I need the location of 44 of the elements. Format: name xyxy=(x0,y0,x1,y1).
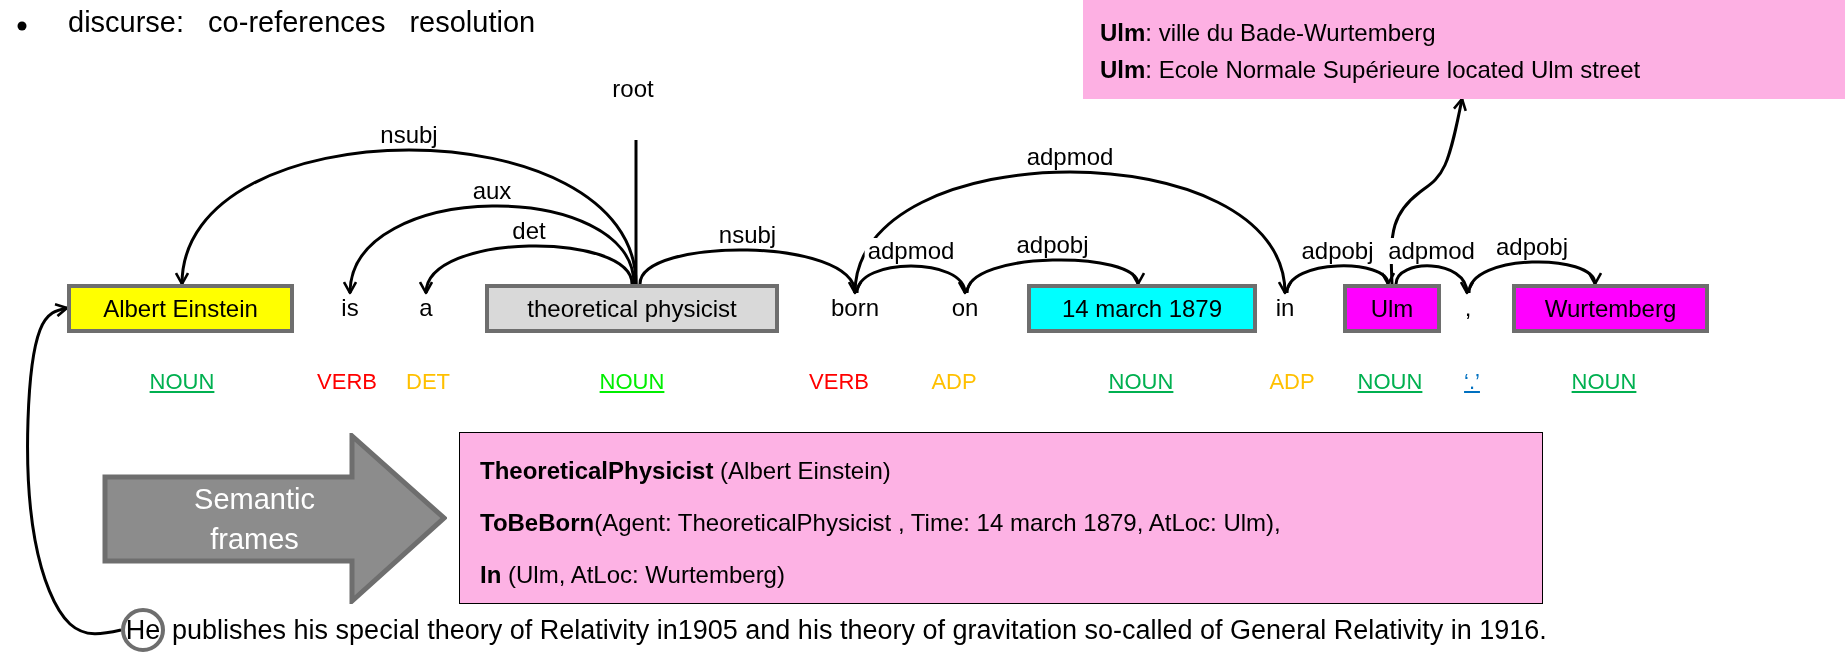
word: born xyxy=(825,293,885,323)
arrow xyxy=(1389,97,1468,285)
dependency-arc xyxy=(1394,264,1473,295)
arrow-label: Semantic frames xyxy=(193,482,316,557)
highlighted-token: theoretical physicist xyxy=(485,284,779,333)
word: a xyxy=(412,293,440,323)
semantic-frames-panel xyxy=(459,432,1543,604)
highlighted-token: Ulm xyxy=(1343,284,1441,333)
note-line: Ulm: Ecole Normale Supérieure located Ulm street xyxy=(1100,55,1641,85)
dependency-arc xyxy=(1285,264,1392,294)
pos-tag: ‘.’ xyxy=(1464,369,1480,395)
root-line xyxy=(634,140,638,284)
dependency-arc xyxy=(422,244,634,295)
dependency-arc xyxy=(638,248,859,295)
pos-tag: DET xyxy=(406,369,450,395)
pos-tag: NOUN xyxy=(599,369,665,395)
title: discurse: co-references resolution xyxy=(68,6,536,39)
pos-tag: NOUN xyxy=(1357,369,1423,395)
pos-tag: NOUN xyxy=(1571,369,1637,395)
highlighted-token: 14 march 1879 xyxy=(1027,284,1257,333)
arrow xyxy=(26,303,122,636)
pos-tag: NOUN xyxy=(1108,369,1174,395)
frame-line: TheoreticalPhysicist (Albert Einstein) xyxy=(480,456,891,486)
highlighted-token: Albert Einstein xyxy=(67,284,294,333)
word: is xyxy=(332,293,368,323)
pos-tag: VERB xyxy=(317,369,377,395)
word: in xyxy=(1272,293,1298,323)
frame-line: In (Ulm, AtLoc: Wurtemberg) xyxy=(480,560,785,590)
dependency-arc xyxy=(853,170,1290,295)
pos-tag: NOUN xyxy=(149,369,215,395)
word: , xyxy=(1458,293,1478,323)
definition-note xyxy=(1083,0,1845,99)
pos-tag: VERB xyxy=(809,369,869,395)
pos-tag: ADP xyxy=(1269,369,1315,395)
note-line: Ulm: ville du Bade-Wurtemberg xyxy=(1100,18,1436,48)
frame-line: ToBeBorn(Agent: TheoreticalPhysicist , Time: 14 march 1879, AtLoc: Ulm), xyxy=(480,508,1281,538)
pos-tag: ADP xyxy=(931,369,977,395)
circled-word: He xyxy=(121,608,165,652)
dependency-arc xyxy=(177,148,638,286)
dependency-arc xyxy=(345,204,636,295)
dependency-arc xyxy=(1467,260,1599,294)
word: on xyxy=(942,293,988,323)
highlighted-token: Wurtemberg xyxy=(1512,284,1709,333)
sentence: publishes his special theory of Relativity in1905 and his theory of gravitation so-called of General Relativity in 1916. xyxy=(172,614,1547,647)
